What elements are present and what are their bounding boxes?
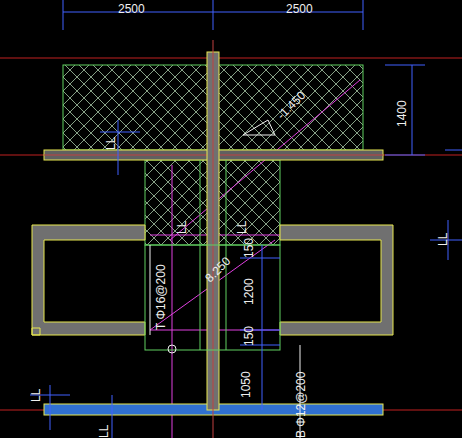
dimension-label: B Φ12@200	[295, 372, 307, 438]
dimension-label: LL	[98, 425, 110, 438]
dimension-label: LL	[105, 137, 117, 150]
dimension-label: 1400	[396, 100, 408, 127]
dimension-label: 1050	[240, 371, 252, 398]
dimension-label: 150	[243, 326, 255, 346]
dimension-label: LL	[176, 221, 188, 234]
dimension-label: 2500	[286, 3, 313, 15]
dimension-label: LL	[30, 389, 42, 402]
dimension-label: LL	[437, 233, 449, 246]
dimension-label: 150	[243, 238, 255, 258]
dimension-label: LL	[236, 221, 248, 234]
dimension-label: T Φ16@200	[155, 264, 167, 330]
dimension-label: 1200	[243, 278, 255, 305]
dimension-label: 2500	[118, 3, 145, 15]
